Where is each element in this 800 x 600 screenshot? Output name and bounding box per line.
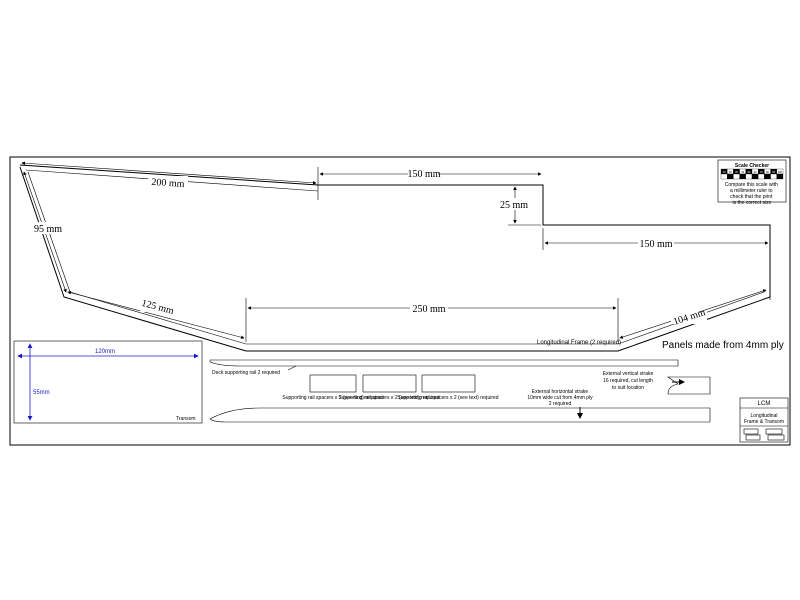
title-block-subtitle-1: Longitudinal <box>751 413 778 419</box>
vertical-strake-line-3: to suit location <box>612 385 644 391</box>
scale-cell-bottom <box>739 173 746 180</box>
scale-text-line: a millimeter ruler to <box>730 188 773 194</box>
dim-top-mid: 150 mm <box>407 169 440 180</box>
scale-cell-label: 20 <box>729 170 732 174</box>
panels-note: Panels made from 4mm ply <box>662 340 784 351</box>
horizontal-strake: External horizontal strake 10mm wide cut… <box>209 389 711 423</box>
scale-cell-bottom <box>733 173 740 180</box>
dim-top-right: 150 mm <box>639 239 672 250</box>
title-block-icon <box>767 434 785 441</box>
spacer-label-3: Supporting rail spacers x 2 (see text) r… <box>397 395 498 401</box>
scale-cell-bottom <box>764 173 771 180</box>
scale-cell-bottom <box>770 173 777 180</box>
scale-cell-label: 60 <box>754 170 757 174</box>
spacer-label-2: Supporting rail spacers x 2 (see text) r… <box>338 395 439 401</box>
vertical-strake-line-2: 16 required, cut length <box>603 378 653 384</box>
title-block-icon <box>765 428 783 435</box>
transom-width-label: 120mm <box>95 349 115 355</box>
scale-text-line: check that the print <box>730 194 773 200</box>
scale-cell-bottom <box>720 173 728 180</box>
title-block-icon <box>743 428 759 435</box>
scale-cell-label: 30 <box>735 170 738 174</box>
scale-text-line: Compare this scale with <box>725 182 778 188</box>
scale-cell-bottom <box>745 173 753 180</box>
sheet-border <box>9 156 791 446</box>
title-block-subtitle-2: Frame & Transom <box>744 419 784 425</box>
longitudinal-frame <box>19 164 771 352</box>
deck-rail: Deck supporting rail 2 required <box>209 359 679 376</box>
spacer-1 <box>309 374 357 393</box>
horizontal-strake-line-3: 2 required <box>549 401 572 407</box>
scale-cell-label: 50 <box>747 170 750 174</box>
horizontal-strake-line-2: 10mm wide cut from 4mm ply <box>527 395 593 401</box>
dimension-lines <box>21 161 771 342</box>
spacer-label-1: Supporting rail spacers x 2 (see text) r… <box>282 395 383 401</box>
scale-cell-bottom <box>758 173 765 180</box>
vertical-strake: External vertical strake 16 required, cu… <box>603 371 711 395</box>
title-block-icon <box>745 434 761 441</box>
scale-cell-label: 100 <box>778 170 783 174</box>
scale-checker-text: Compare this scale with a millimeter rul… <box>725 182 779 206</box>
scale-cell-bottom <box>727 173 734 180</box>
scale-checker-title: Scale Checker <box>735 163 769 169</box>
dim-lower-right: 104 mm <box>672 307 707 328</box>
vertical-strake-line-1: External vertical strake <box>603 371 654 377</box>
scale-cell-label: 70 <box>760 170 763 174</box>
transom: 120mm 55mm Transom <box>13 340 203 424</box>
transom-label: Transom <box>176 416 196 422</box>
scale-cell-label: 10 <box>723 170 726 174</box>
spacer-3 <box>421 374 476 393</box>
horizontal-strake-line-1: External horizontal strake <box>532 389 589 395</box>
title-block-name: LCM <box>758 401 771 407</box>
dim-lower-mid: 250 mm <box>412 304 445 315</box>
scale-cell-label: 40 <box>741 170 744 174</box>
scale-cell-label: 90 <box>772 170 775 174</box>
scale-cell-bottom <box>751 173 759 180</box>
dim-left-slant: 95 mm <box>34 224 62 235</box>
scale-cell-bottom <box>776 173 784 180</box>
dim-step: 25 mm <box>500 200 528 211</box>
deck-rail-label: Deck supporting rail 2 required <box>212 370 280 376</box>
dim-top-left: 200 mm <box>151 177 185 190</box>
scale-text-line: is the correct size <box>733 200 772 206</box>
frame-label: Longitudinal Frame (2 required) <box>537 340 621 346</box>
spacer-2 <box>362 374 417 393</box>
transom-height-label: 55mm <box>33 390 50 396</box>
title-block: LCM Longitudinal Frame & Transom <box>739 397 789 443</box>
spacers: Supporting rail spacers x 2 (see text) r… <box>282 374 499 401</box>
scale-cell-label: 80 <box>766 170 769 174</box>
